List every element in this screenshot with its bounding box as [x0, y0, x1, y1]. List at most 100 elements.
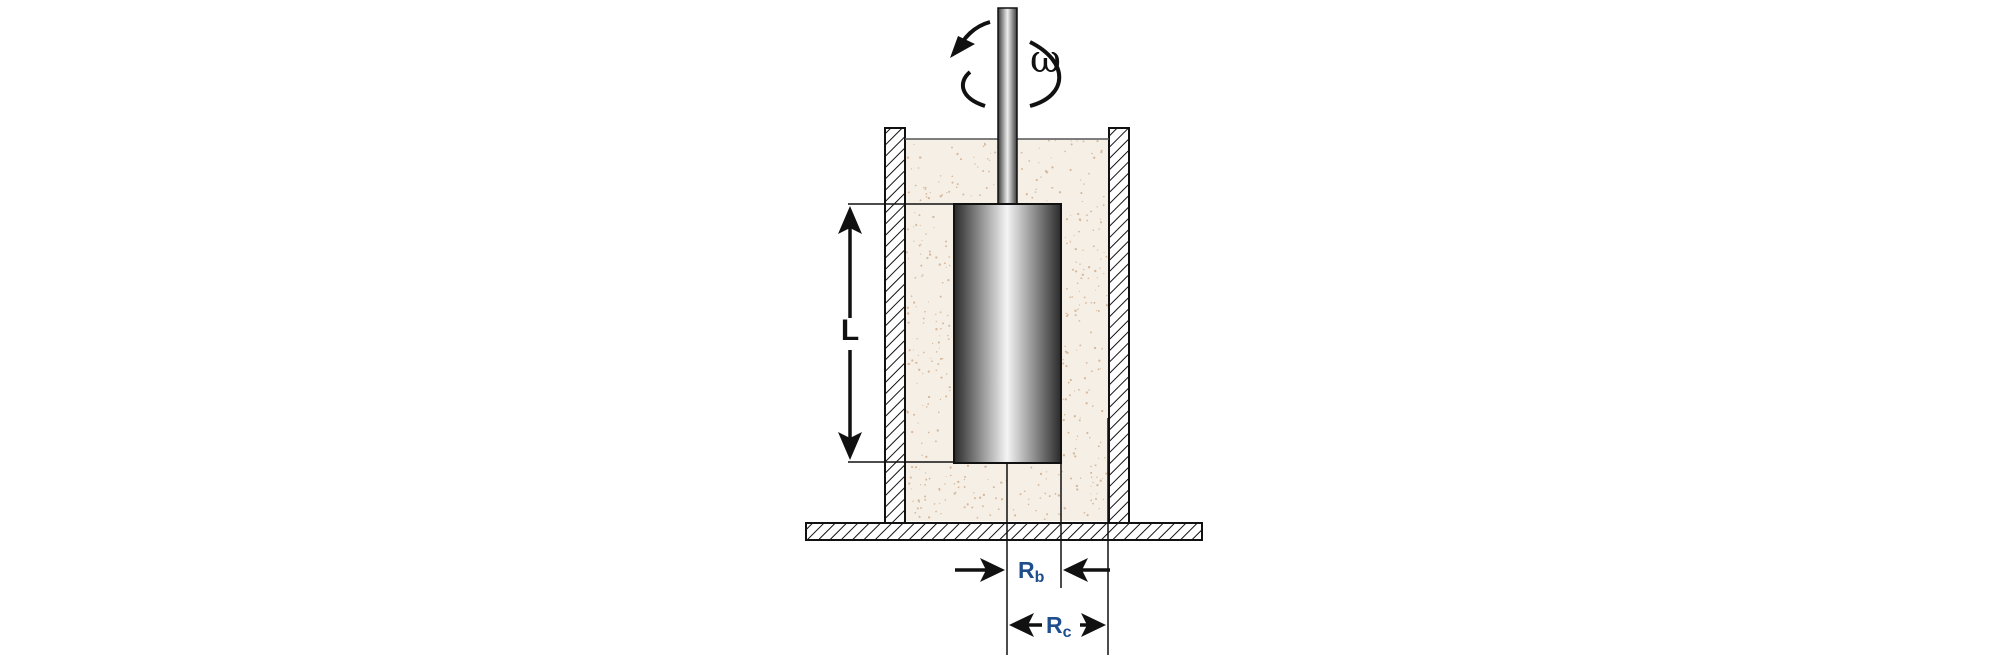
speckle-dot: [1098, 457, 1100, 459]
speckle-dot: [1014, 514, 1017, 517]
speckle-dot: [1088, 389, 1090, 391]
speckle-dot: [940, 513, 942, 515]
speckle-dot: [911, 488, 913, 490]
speckle-dot: [927, 196, 931, 200]
rb-dimension: [955, 558, 1110, 582]
speckle-dot: [1085, 391, 1089, 394]
speckle-dot: [956, 153, 959, 156]
speckle-dot: [939, 398, 942, 401]
speckle-dot: [1091, 152, 1093, 155]
speckle-dot: [948, 386, 951, 389]
speckle-dot: [1085, 402, 1088, 405]
speckle-dot: [906, 251, 908, 254]
bob-cylinder: [953, 203, 1062, 464]
speckle-dot: [912, 349, 914, 351]
speckle-dot: [944, 240, 948, 243]
speckle-dot: [935, 313, 937, 316]
speckle-dot: [907, 312, 910, 315]
speckle-dot: [1081, 273, 1085, 276]
speckle-dot: [956, 183, 959, 186]
speckle-dot: [1072, 452, 1076, 455]
speckle-dot: [1100, 151, 1103, 154]
speckle-dot: [978, 496, 982, 499]
speckle-dot: [1066, 242, 1068, 245]
speckle-dot: [985, 187, 988, 189]
speckle-dot: [907, 321, 910, 324]
speckle-dot: [1000, 498, 1004, 501]
speckle-dot: [1096, 277, 1098, 279]
speckle-dot: [948, 256, 950, 258]
speckle-dot: [1046, 513, 1049, 516]
speckle-dot: [1088, 172, 1090, 175]
speckle-dot: [1064, 398, 1068, 401]
speckle-dot: [987, 479, 989, 481]
speckle-dot: [928, 301, 930, 303]
speckle-dot: [1085, 302, 1087, 304]
speckle-dot: [1074, 390, 1076, 392]
speckle-dot: [916, 382, 918, 384]
length-dimension: [838, 203, 954, 463]
speckle-dot: [1076, 282, 1079, 285]
speckle-dot: [932, 215, 935, 219]
speckle-dot: [920, 264, 923, 267]
speckle-dot: [1089, 437, 1091, 439]
speckle-dot: [963, 506, 966, 509]
speckle-dot: [948, 190, 951, 193]
speckle-dot: [923, 186, 925, 189]
speckle-dot: [1077, 212, 1080, 216]
speckle-dot: [1080, 477, 1082, 479]
speckle-dot: [988, 170, 990, 173]
speckle-dot: [1099, 367, 1102, 369]
length-label: L: [841, 314, 859, 347]
speckle-dot: [939, 357, 943, 360]
speckle-dot: [916, 338, 918, 340]
speckle-dot: [1062, 358, 1064, 361]
speckle-dot: [1103, 252, 1105, 254]
speckle-dot: [920, 243, 922, 245]
speckle-dot: [924, 310, 926, 313]
speckle-dot: [1020, 493, 1022, 495]
speckle-dot: [1085, 362, 1088, 364]
speckle-dot: [946, 191, 948, 194]
speckle-dot: [1065, 365, 1068, 368]
speckle-dot: [1076, 349, 1078, 351]
speckle-dot: [931, 342, 934, 345]
speckle-dot: [1098, 359, 1101, 362]
speckle-dot: [1096, 249, 1098, 251]
speckle-dot: [1081, 200, 1084, 203]
speckle-dot: [1077, 230, 1080, 233]
speckle-dot: [1082, 140, 1085, 143]
speckle-dot: [951, 146, 953, 149]
rb-label: Rb: [1018, 557, 1045, 586]
speckle-dot: [911, 466, 914, 469]
speckle-dot: [906, 411, 909, 414]
speckle-dot: [1095, 289, 1097, 291]
speckle-dot: [1097, 285, 1100, 287]
speckle-dot: [988, 159, 991, 161]
speckle-dot: [914, 466, 918, 469]
speckle-dot: [1098, 228, 1100, 230]
speckle-dot: [912, 226, 914, 228]
speckle-dot: [914, 276, 917, 279]
speckle-dot: [1083, 268, 1085, 271]
speckle-dot: [947, 314, 949, 317]
speckle-dot: [977, 166, 979, 168]
speckle-dot: [939, 195, 942, 198]
speckle-dot: [1106, 294, 1108, 297]
rotor-shaft: [997, 7, 1018, 205]
speckle-dot: [1062, 418, 1065, 422]
speckle-dot: [957, 480, 960, 484]
speckle-dot: [925, 233, 927, 235]
speckle-dot: [957, 486, 960, 489]
speckle-dot: [935, 328, 938, 331]
speckle-dot: [1077, 308, 1079, 311]
speckle-dot: [928, 253, 932, 256]
speckle-dot: [1058, 513, 1060, 515]
speckle-dot: [974, 163, 976, 165]
speckle-dot: [1099, 441, 1102, 444]
speckle-dot: [1039, 472, 1043, 476]
speckle-dot: [919, 225, 921, 227]
speckle-dot: [933, 227, 935, 229]
speckle-dot: [1066, 287, 1068, 290]
speckle-dot: [916, 507, 919, 510]
